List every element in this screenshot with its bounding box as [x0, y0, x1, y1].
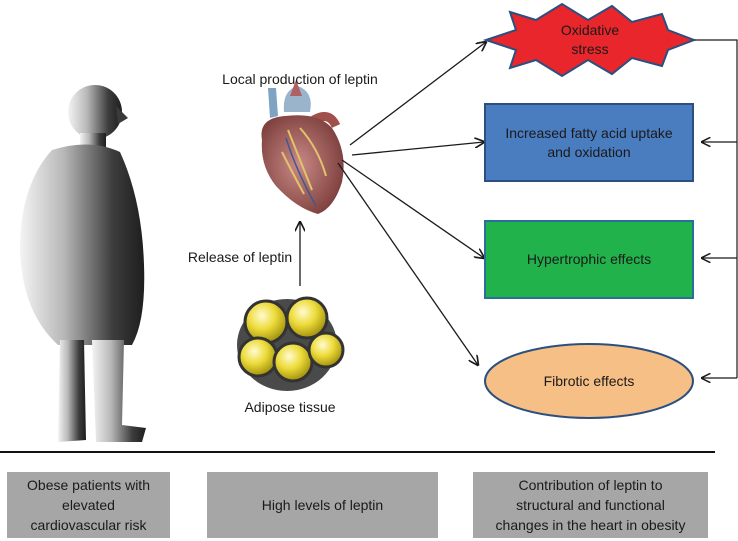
arrow-to-oxidative — [349, 42, 486, 146]
arrow-to-hypertrophic — [341, 159, 484, 258]
arrow-to-fatty-acid — [351, 142, 484, 156]
hypertrophic-box — [484, 220, 694, 299]
adipose-label: Adipose tissue — [244, 399, 336, 415]
local-production-label: Local production of leptin — [222, 71, 378, 87]
arrow-to-fibrotic — [337, 162, 478, 365]
oxidative-stress-shape — [482, 2, 697, 78]
footer-contribution: Contribution of leptin to structural and… — [473, 472, 708, 538]
oxidative-stress-label: Oxidative stress — [560, 22, 620, 57]
release-label: Release of leptin — [187, 249, 293, 265]
hypertrophic-label: Hypertrophic effects — [526, 251, 652, 267]
silhouette-person-icon — [20, 85, 146, 442]
fatty-acid-box — [484, 103, 694, 182]
fibrotic-ellipse — [484, 343, 694, 419]
heart-icon — [261, 80, 344, 214]
adipocyte-cluster-icon — [237, 296, 345, 391]
fatty-acid-label: Increased fatty acid uptake and oxidatio… — [505, 124, 673, 160]
footer-high-leptin: High levels of leptin — [207, 472, 438, 538]
footer-obese-patients: Obese patients with elevated cardiovascu… — [7, 472, 170, 538]
feedback-bracket — [694, 39, 738, 378]
fibrotic-label: Fibrotic effects — [543, 372, 635, 389]
